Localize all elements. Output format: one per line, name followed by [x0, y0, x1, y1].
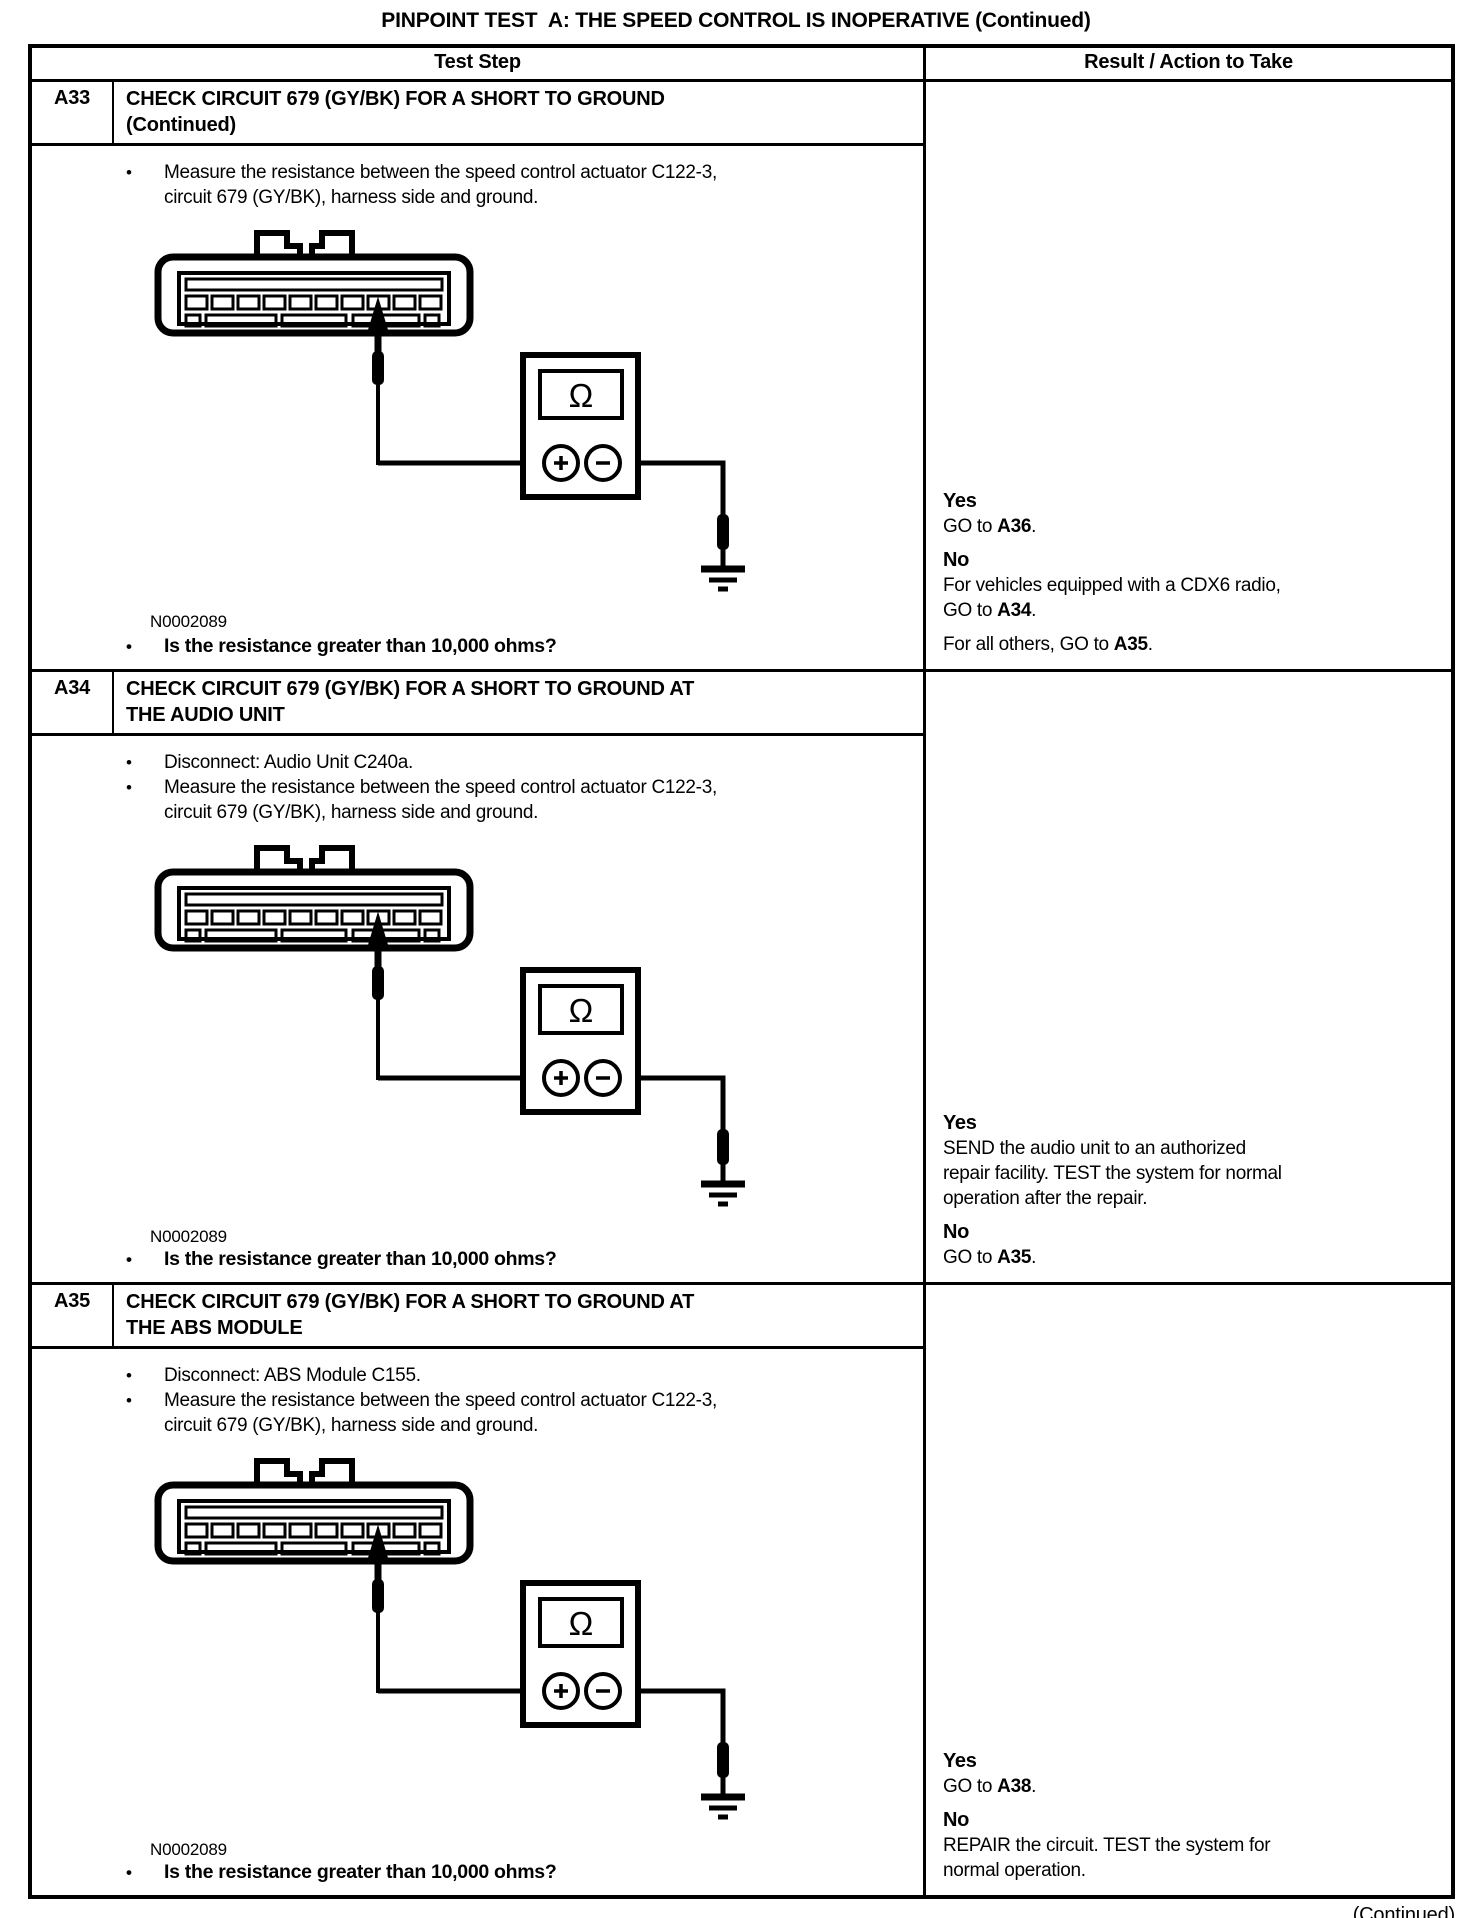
connector-icon — [154, 845, 474, 952]
test-step-title: CHECK CIRCUIT 679 (GY/BK) FOR A SHORT TO… — [126, 1291, 695, 1339]
action-text: For vehicles equipped with a CDX6 radio,… — [943, 575, 1281, 621]
bullet-icon: • — [126, 778, 132, 797]
ohms-symbol: Ω — [569, 1605, 594, 1642]
instruction-list: •Measure the resistance between the spee… — [32, 160, 923, 210]
test-question: • Is the resistance greater than 10,000 … — [32, 1860, 923, 1885]
bullet-icon: • — [126, 753, 132, 772]
connector-pin-slots — [184, 1522, 443, 1539]
answer-label: Yes — [943, 1112, 977, 1134]
answer-label: No — [943, 549, 970, 571]
action-text: GO to A36. — [943, 516, 1037, 537]
negative-lead-wire — [603, 1688, 729, 1794]
ground-icon — [701, 565, 745, 592]
figure-label: N0002089 — [150, 612, 227, 631]
measurement-figure: Ω N0002089 — [128, 1458, 923, 1860]
instruction-bullet: •Measure the resistance between the spee… — [126, 1390, 717, 1436]
bullet-icon: • — [126, 637, 132, 656]
bullet-icon: • — [126, 1863, 132, 1882]
measurement-diagram: Ω — [154, 230, 745, 592]
connector-icon — [154, 230, 474, 337]
ground-icon — [701, 1793, 745, 1820]
test-step-id: A33 — [32, 82, 114, 143]
instruction-bullet: •Disconnect: Audio Unit C240a. — [126, 752, 414, 773]
ohms-symbol: Ω — [569, 377, 594, 414]
question-text: Is the resistance greater than 10,000 oh… — [164, 635, 557, 657]
multimeter-icon: Ω — [520, 1580, 641, 1728]
test-row: A34 CHECK CIRCUIT 679 (GY/BK) FOR A SHOR… — [32, 669, 1451, 1282]
bullet-icon: • — [126, 1366, 132, 1385]
instruction-bullet: •Measure the resistance between the spee… — [126, 777, 717, 823]
test-step-body: •Disconnect: ABS Module C155. •Measure th… — [32, 1346, 923, 1895]
instruction-bullet: •Measure the resistance between the spee… — [126, 162, 717, 208]
answer-label: No — [943, 1221, 970, 1243]
page-title: PINPOINT TEST A: THE SPEED CONTROL IS IN… — [381, 9, 1091, 32]
answer-label: Yes — [943, 1750, 977, 1772]
measurement-diagram: Ω — [154, 1458, 745, 1820]
negative-lead-wire — [603, 460, 729, 566]
probe-arrow-icon — [367, 1524, 389, 1693]
instruction-list: •Disconnect: ABS Module C155. •Measure th… — [32, 1363, 923, 1438]
measurement-figure: Ω N0002089 — [128, 845, 923, 1247]
bullet-icon: • — [126, 1391, 132, 1410]
action-text: GO to A35. — [943, 1247, 1037, 1268]
table-rows: A33 CHECK CIRCUIT 679 (GY/BK) FOR A SHOR… — [32, 79, 1451, 1895]
figure-label: N0002089 — [150, 1840, 227, 1859]
multimeter-icon: Ω — [520, 352, 641, 500]
test-step-id: A34 — [32, 672, 114, 733]
question-text: Is the resistance greater than 10,000 oh… — [164, 1248, 557, 1270]
pinpoint-test-table: Test Step Result / Action to Take A33 CH… — [28, 44, 1455, 1899]
action-text: For all others, GO to A35. — [943, 634, 1153, 655]
answer-label: Yes — [943, 490, 977, 512]
ohms-symbol: Ω — [569, 992, 594, 1029]
test-step-title: CHECK CIRCUIT 679 (GY/BK) FOR A SHORT TO… — [126, 88, 665, 136]
measurement-diagram: Ω — [154, 845, 745, 1207]
ground-icon — [701, 1180, 745, 1207]
test-step-id: A35 — [32, 1285, 114, 1346]
measurement-figure: Ω N0002089 — [128, 230, 923, 632]
question-text: Is the resistance greater than 10,000 oh… — [164, 1861, 557, 1883]
connector-pin-slots — [184, 909, 443, 926]
bullet-icon: • — [126, 163, 132, 182]
test-row: A35 CHECK CIRCUIT 679 (GY/BK) FOR A SHOR… — [32, 1282, 1451, 1895]
connector-pin-slots — [184, 294, 443, 311]
instruction-list: •Disconnect: Audio Unit C240a. •Measure t… — [32, 750, 923, 825]
action-text: GO to A38. — [943, 1776, 1037, 1797]
multimeter-icon: Ω — [520, 967, 641, 1115]
answer-label: No — [943, 1809, 970, 1831]
test-row: A33 CHECK CIRCUIT 679 (GY/BK) FOR A SHOR… — [32, 79, 1451, 669]
test-step-body: •Measure the resistance between the spee… — [32, 143, 923, 669]
test-step-title: CHECK CIRCUIT 679 (GY/BK) FOR A SHORT TO… — [126, 678, 695, 726]
instruction-bullet: •Disconnect: ABS Module C155. — [126, 1365, 421, 1386]
figure-label: N0002089 — [150, 1227, 227, 1246]
test-question: • Is the resistance greater than 10,000 … — [32, 634, 923, 659]
column-header-result: Result / Action to Take — [923, 48, 1451, 79]
negative-lead-wire — [603, 1075, 729, 1181]
column-header-test-step: Test Step — [434, 51, 521, 73]
table-header-row: Test Step Result / Action to Take — [32, 48, 1451, 79]
bullet-icon: • — [126, 1250, 132, 1269]
test-step-body: •Disconnect: Audio Unit C240a. •Measure t… — [32, 733, 923, 1282]
connector-lower-slots — [184, 313, 441, 328]
probe-arrow-icon — [367, 911, 389, 1080]
connector-icon — [154, 1458, 474, 1565]
probe-arrow-icon — [367, 296, 389, 465]
test-question: • Is the resistance greater than 10,000 … — [32, 1247, 923, 1272]
continued-note: (Continued) — [1352, 1904, 1456, 1918]
